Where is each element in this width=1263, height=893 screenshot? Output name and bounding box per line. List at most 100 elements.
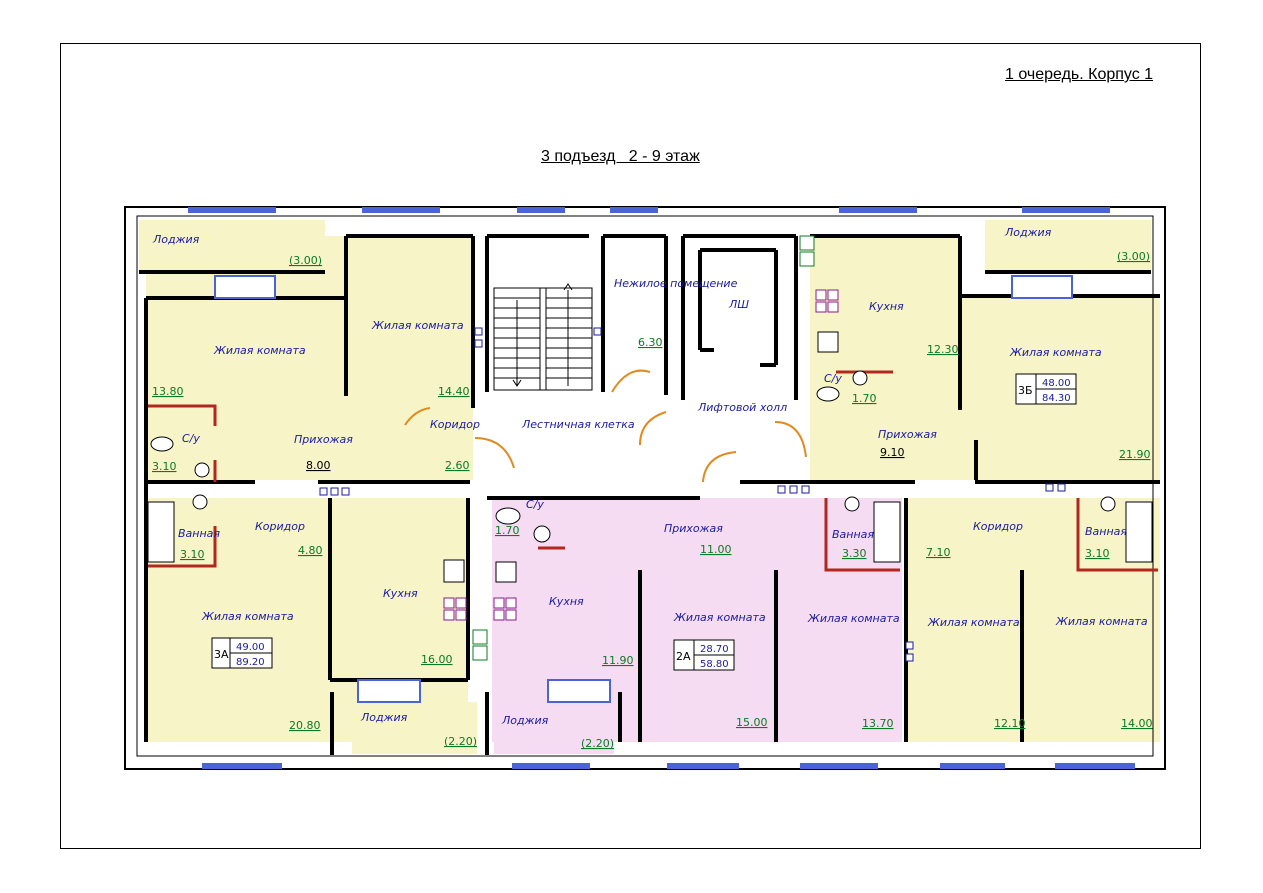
room-area: 20.80 [289, 719, 321, 732]
room-area: 15.00 [736, 716, 768, 729]
kitchen-sink-left [443, 559, 465, 583]
room-area: 1.70 [495, 524, 520, 537]
room-name: С/у [526, 498, 544, 511]
room-name: Лестничная клетка [521, 418, 635, 431]
room-name: Жилая комната [927, 616, 1020, 629]
room-name: Жилая комната [807, 612, 900, 625]
room-area: 16.00 [421, 653, 453, 666]
room-area: 6.30 [638, 336, 663, 349]
room-area: 21.90 [1119, 448, 1151, 461]
room-area: 7.10 [926, 546, 951, 559]
room-labels: Лоджия (3.00) Жилая комната 13.80 Жилая … [152, 226, 1153, 750]
bathtub-center [873, 501, 901, 563]
bathtub-left [147, 501, 175, 563]
room-name: Жилая комната [213, 344, 306, 357]
room-area: 13.80 [152, 385, 184, 398]
kitchen-sink-center [495, 561, 517, 583]
doors [404, 369, 807, 483]
room-name: Лоджия [501, 714, 549, 727]
room-name: Лифтовой холл [697, 401, 787, 414]
room-area: 14.40 [438, 385, 470, 398]
vent-shafts-icon [472, 235, 815, 661]
room-name: Коридор [430, 418, 480, 431]
apartment-total-area: 89.20 [236, 657, 265, 668]
fixtures [147, 235, 1153, 662]
fill-right-kitchen [810, 236, 960, 480]
apartment-tag-2a: 2А 28.70 58.80 [673, 639, 735, 671]
room-area: 1.70 [852, 392, 877, 405]
partitions [148, 370, 1158, 572]
sink-center-2 [844, 496, 860, 512]
room-name: Ванная [178, 527, 220, 540]
room-name: С/у [182, 432, 200, 445]
room-area: 9.10 [880, 446, 905, 459]
room-name: Лоджия [1004, 226, 1052, 239]
room-area: 13.70 [862, 717, 894, 730]
toilet-center [495, 507, 521, 525]
room-name: Кухня [383, 587, 418, 600]
room-name: Ванная [1085, 525, 1127, 538]
room-area: 3.30 [842, 547, 867, 560]
room-fills [139, 220, 1160, 754]
apartment-code: 3А [214, 648, 229, 661]
room-area: 2.60 [445, 459, 470, 472]
apartment-living-area: 28.70 [700, 644, 729, 655]
toilet-left [150, 436, 174, 452]
fill-right-bottom [906, 498, 1160, 742]
windows [188, 207, 1135, 769]
apartment-total-area: 84.30 [1042, 393, 1071, 404]
sheet-frame [60, 43, 1201, 849]
room-name: Лоджия [360, 711, 408, 724]
sink-right [1100, 496, 1116, 512]
room-name: Прихожая [294, 433, 353, 446]
room-area: (2.20) [444, 735, 477, 748]
sink-left [194, 462, 210, 478]
apartment-tag-3a: 3А 49.00 89.20 [211, 637, 273, 669]
room-area: 3.10 [152, 460, 177, 473]
fill-left-apartment-top [146, 236, 473, 480]
room-name: Жилая комната [201, 610, 294, 623]
entrance-label: 3 подъезд 2 - 9 этаж [541, 148, 700, 165]
room-name: Кухня [549, 595, 584, 608]
sink-left-2 [192, 494, 208, 510]
fill-loggia-bc [494, 702, 614, 754]
riser-marks-icon [319, 327, 1066, 662]
room-name: Коридор [255, 520, 305, 533]
room-name: Ванная [832, 528, 874, 541]
apartment-tag-3b: 3Б 48.00 84.30 [1015, 373, 1077, 405]
sink-center [533, 525, 551, 543]
apartment-living-area: 48.00 [1042, 378, 1071, 389]
fill-loggia-tr [985, 220, 1151, 272]
queue-label: 1 очередь. Корпус 1 [1005, 66, 1154, 83]
stove-right-icon [815, 289, 839, 313]
apartment-code: 2А [676, 650, 691, 663]
room-area: 3.10 [1085, 547, 1110, 560]
room-name: Жилая комната [1055, 615, 1148, 628]
room-name: Жилая комната [371, 319, 464, 332]
toilet-right [816, 386, 840, 402]
room-name: Коридор [973, 520, 1023, 533]
room-area: 12.30 [927, 343, 959, 356]
room-area: (3.00) [289, 254, 322, 267]
room-area: (2.20) [581, 737, 614, 750]
apartment-total-area: 58.80 [700, 659, 729, 670]
room-area: 11.90 [602, 654, 634, 667]
bathtub-right [1125, 501, 1153, 563]
stove-left-icon [443, 597, 467, 621]
stove-center-icon [493, 597, 517, 621]
room-name: С/у [824, 372, 842, 385]
kitchen-sink-right [817, 331, 839, 353]
stairs [493, 283, 593, 391]
room-area: (3.00) [1117, 250, 1150, 263]
room-name: Лоджия [152, 233, 200, 246]
room-area: 14.00 [1121, 717, 1153, 730]
room-area: 11.00 [700, 543, 732, 556]
room-name: Нежилое помещение [614, 277, 738, 290]
room-name: Прихожая [878, 428, 937, 441]
room-area: 3.10 [180, 548, 205, 561]
room-name: Прихожая [664, 522, 723, 535]
room-name: ЛШ [728, 298, 749, 311]
room-area: 8.00 [306, 459, 331, 472]
room-name: Жилая комната [1009, 346, 1102, 359]
room-area: 12.10 [994, 717, 1026, 730]
